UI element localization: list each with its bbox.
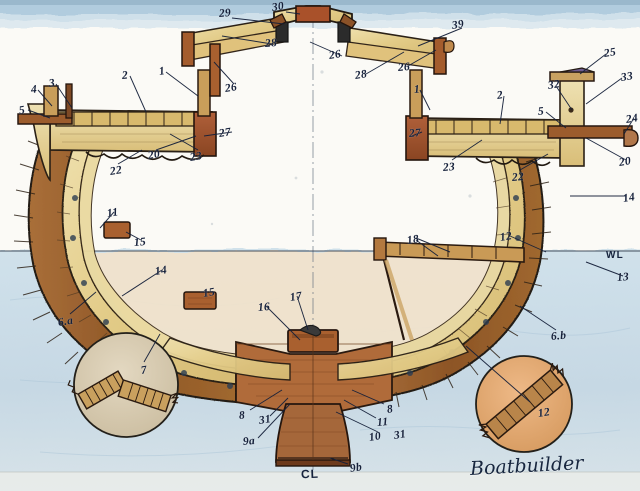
callout-28: 28 xyxy=(264,36,278,50)
callout-5: 5 xyxy=(537,105,545,118)
callout-30: 30 xyxy=(271,0,285,14)
callout-29: 29 xyxy=(218,6,232,20)
callout-12: 12 xyxy=(499,230,513,244)
callout-24: 24 xyxy=(625,112,639,126)
callout-9a: 9a xyxy=(242,434,256,448)
callout-14: 14 xyxy=(154,264,168,278)
callout-16: 16 xyxy=(257,300,271,314)
callout-10: 10 xyxy=(368,430,382,444)
callout-25: 25 xyxy=(603,46,617,60)
callout-31: 31 xyxy=(393,428,407,442)
callout-8: 8 xyxy=(238,409,246,422)
callout-11: 11 xyxy=(106,206,120,220)
callout-27: 27 xyxy=(408,126,422,140)
callout-23: 23 xyxy=(189,150,203,164)
callout-15: 15 xyxy=(202,286,216,300)
callout-23: 23 xyxy=(442,160,456,174)
callout-15: 15 xyxy=(133,235,147,249)
callout-13: 13 xyxy=(616,270,630,284)
callout-12: 12 xyxy=(537,406,551,420)
callout-6-b: 6.b xyxy=(550,329,567,343)
callout-20: 20 xyxy=(147,148,161,162)
callout-11: 11 xyxy=(376,416,389,429)
callout-33: 33 xyxy=(620,70,634,84)
centerline-label: CL xyxy=(300,466,320,482)
callout-1: 1 xyxy=(413,83,421,96)
callout-14: 14 xyxy=(622,191,636,205)
callout-26: 26 xyxy=(397,60,411,74)
callout-22: 22 xyxy=(109,164,123,178)
callout-39: 39 xyxy=(451,18,465,32)
callout-4: 4 xyxy=(30,83,38,96)
callout-31: 31 xyxy=(258,413,272,427)
callout-18: 18 xyxy=(406,233,420,247)
callout-17: 17 xyxy=(289,290,303,304)
callout-9b: 9b xyxy=(349,461,363,475)
callout-26: 26 xyxy=(328,48,342,62)
callout-27: 27 xyxy=(218,126,232,140)
callout-32: 32 xyxy=(547,78,561,92)
waterline-label: WL xyxy=(606,250,624,261)
callout-26: 26 xyxy=(224,81,238,95)
callout-20: 20 xyxy=(618,155,632,169)
callout-6-a: 6.a xyxy=(57,314,75,329)
callout-22: 22 xyxy=(511,170,525,184)
callout-2: 2 xyxy=(121,69,129,82)
callout-28: 28 xyxy=(354,68,368,82)
